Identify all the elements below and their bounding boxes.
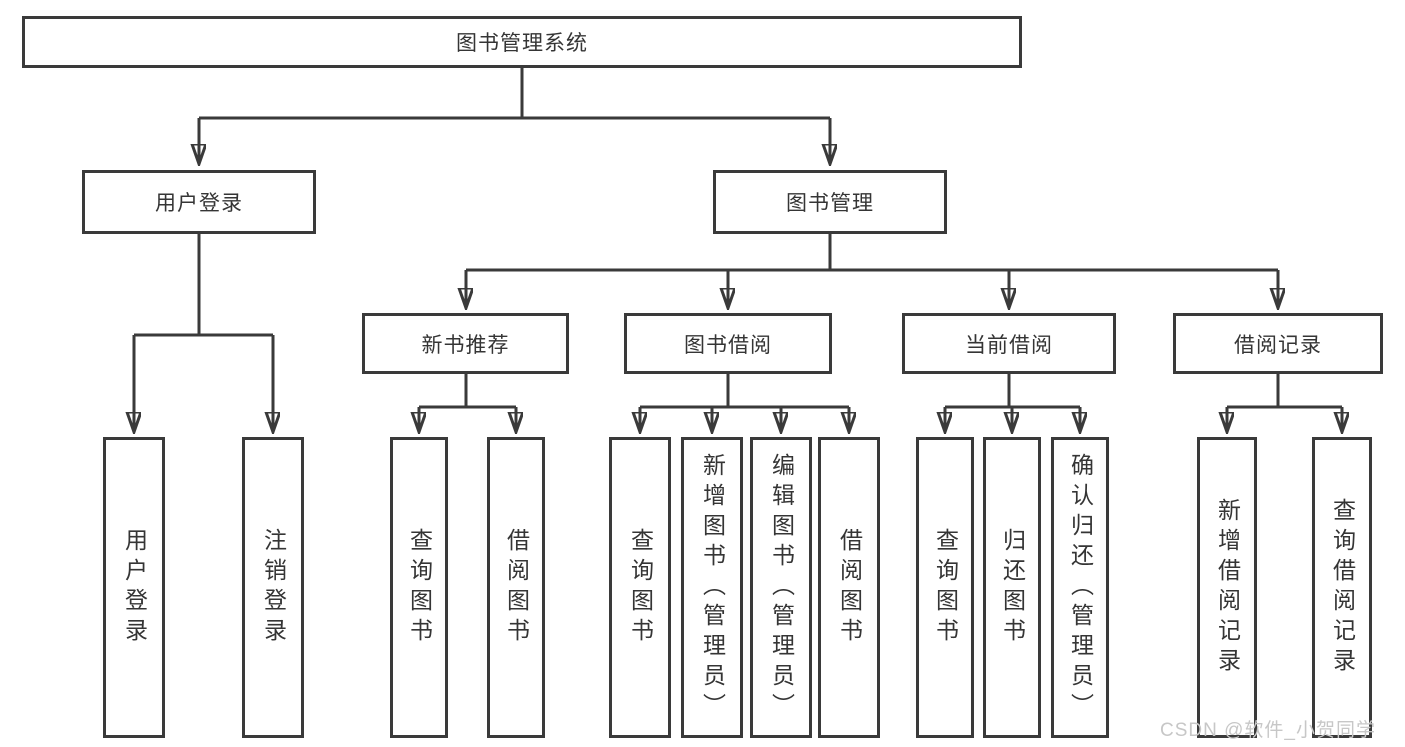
node-label: 查询图书 [406,527,433,648]
leaf-query-borrow-record: 查询借阅记录 [1312,437,1372,738]
node-label: 注销登录 [260,527,287,648]
node-label: 图书借阅 [684,333,772,357]
node-label: 借阅记录 [1234,333,1322,357]
node-label: 借阅图书 [836,527,863,648]
leaf-borrow-books-2: 借阅图书 [818,437,880,738]
node-label: 编辑图书（管理员） [768,452,795,723]
node-label: 用户登录 [155,192,243,215]
node-label: 借阅图书 [503,527,530,648]
node-book-borrow: 图书借阅 [624,313,832,374]
leaf-edit-books-admin: 编辑图书（管理员） [750,437,812,738]
node-label: 确认归还（管理员） [1067,452,1094,723]
node-label: 图书管理系统 [456,32,588,55]
node-borrow-records: 借阅记录 [1173,313,1383,374]
leaf-confirm-return-admin: 确认归还（管理员） [1051,437,1109,738]
csdn-watermark: CSDN @软件_小贺同学 [1160,720,1376,741]
leaf-add-borrow-record: 新增借阅记录 [1197,437,1257,738]
node-label: 查询图书 [932,527,959,648]
node-current-borrow: 当前借阅 [902,313,1116,374]
leaf-add-books-admin: 新增图书（管理员） [681,437,743,738]
leaf-user-login: 用户登录 [103,437,165,738]
leaf-return-books: 归还图书 [983,437,1041,738]
leaf-query-books-2: 查询图书 [609,437,671,738]
node-label: 图书管理 [786,192,874,215]
node-new-book-recommend: 新书推荐 [362,313,569,374]
node-book-management: 图书管理 [713,170,947,234]
node-label: 查询图书 [627,527,654,648]
node-label: 用户登录 [121,527,148,648]
leaf-query-books-3: 查询图书 [916,437,974,738]
leaf-borrow-books-1: 借阅图书 [487,437,545,738]
leaf-query-books-1: 查询图书 [390,437,448,738]
node-user-login: 用户登录 [82,170,316,234]
node-label: 新增图书（管理员） [699,452,726,723]
node-label: 新书推荐 [421,333,510,357]
leaf-logout: 注销登录 [242,437,304,738]
node-library-system: 图书管理系统 [22,16,1022,68]
node-label: 新增借阅记录 [1214,497,1241,678]
node-label: 归还图书 [999,527,1026,648]
node-label: 查询借阅记录 [1329,497,1356,678]
node-label: 当前借阅 [965,333,1053,357]
